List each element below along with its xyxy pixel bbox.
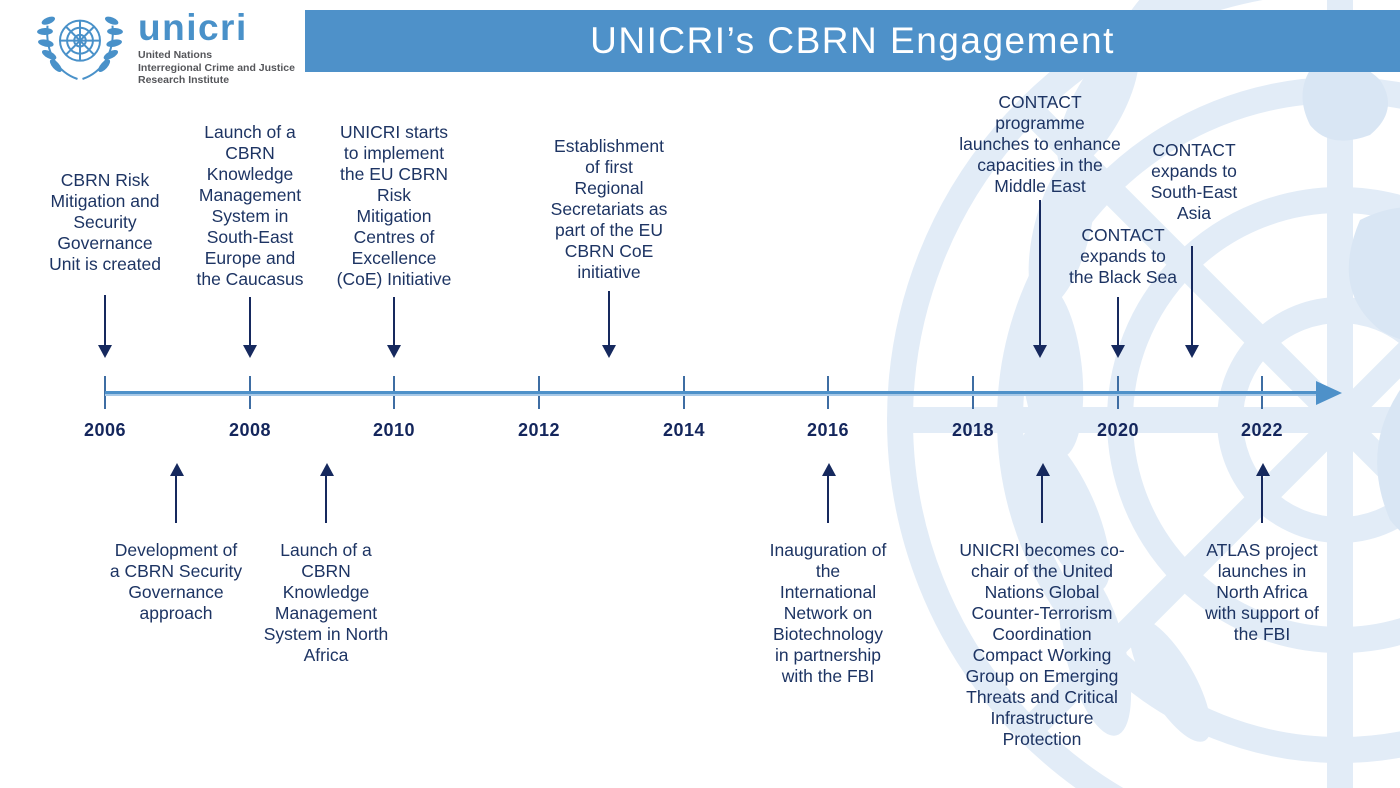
- arrow-down-icon: [1033, 345, 1047, 358]
- year-label: 2018: [951, 420, 995, 440]
- event-label-2021-seasia: CONTACT expands to South-East Asia: [1150, 140, 1238, 223]
- event-arrow-2016: [827, 476, 829, 523]
- year-label: 2022: [1240, 420, 1284, 440]
- event-label-2016: Inauguration of the International Networ…: [769, 540, 887, 686]
- org-line-3: Research Institute: [138, 74, 230, 86]
- arrow-up-icon: [1256, 463, 1270, 476]
- timeline-axis: [105, 391, 1318, 396]
- year-label: 2014: [662, 420, 706, 440]
- event-label-2013: Establishment of first Regional Secretar…: [550, 136, 668, 282]
- arrow-down-icon: [387, 345, 401, 358]
- event-arrow-2019-cochair: [1041, 476, 1043, 523]
- event-arrow-2019-contact: [1039, 200, 1041, 345]
- event-arrow-2013: [608, 291, 610, 345]
- un-emblem-watermark: [887, 0, 1400, 788]
- event-label-2010: UNICRI starts to implement the EU CBRN R…: [336, 122, 452, 289]
- year-label: 2010: [372, 420, 416, 440]
- year-label: 2008: [228, 420, 272, 440]
- year-label: 2020: [1096, 420, 1140, 440]
- event-arrow-2020-blacksea: [1117, 297, 1119, 345]
- arrow-down-icon: [243, 345, 257, 358]
- page-title: UNICRI’s CBRN Engagement: [590, 20, 1115, 61]
- event-label-2019-cochair: UNICRI becomes co- chair of the United N…: [959, 540, 1125, 749]
- arrow-up-icon: [1036, 463, 1050, 476]
- event-arrow-2010: [393, 297, 395, 345]
- unicri-wordmark: unicri: [138, 7, 248, 48]
- title-bar: UNICRI’s CBRN Engagement: [305, 10, 1400, 72]
- arrow-up-icon: [170, 463, 184, 476]
- event-label-2008: Launch of a CBRN Knowledge Management Sy…: [196, 122, 304, 289]
- un-emblem-icon: [37, 16, 123, 80]
- year-label: 2012: [517, 420, 561, 440]
- arrow-up-icon: [822, 463, 836, 476]
- event-arrow-2006: [104, 295, 106, 345]
- timeline-arrowhead-icon: [1316, 381, 1342, 405]
- event-arrow-2008: [249, 297, 251, 345]
- arrow-down-icon: [98, 345, 112, 358]
- year-label: 2006: [83, 420, 127, 440]
- org-name: United Nations Interregional Crime and J…: [138, 49, 295, 87]
- org-line-1: United Nations: [138, 49, 213, 61]
- event-label-2019-contact: CONTACT programme launches to enhance ca…: [959, 92, 1121, 196]
- arrow-down-icon: [602, 345, 616, 358]
- event-arrow-2022: [1261, 476, 1263, 523]
- event-label-2006: CBRN Risk Mitigation and Security Govern…: [49, 170, 161, 274]
- event-label-2009: Launch of a CBRN Knowledge Management Sy…: [263, 540, 389, 665]
- arrow-up-icon: [320, 463, 334, 476]
- org-line-2: Interregional Crime and Justice: [138, 61, 295, 74]
- event-arrow-2009: [325, 476, 327, 523]
- event-arrow-2021-seasia: [1191, 246, 1193, 345]
- event-label-2020-blacksea: CONTACT expands to the Black Sea: [1069, 225, 1177, 287]
- unicri-logo: unicri United Nations Interregional Crim…: [30, 4, 295, 87]
- event-arrow-2007: [175, 476, 177, 523]
- arrow-down-icon: [1111, 345, 1125, 358]
- event-label-2007: Development of a CBRN Security Governanc…: [109, 540, 243, 623]
- event-label-2022: ATLAS project launches in North Africa w…: [1205, 540, 1319, 644]
- arrow-down-icon: [1185, 345, 1199, 358]
- year-label: 2016: [806, 420, 850, 440]
